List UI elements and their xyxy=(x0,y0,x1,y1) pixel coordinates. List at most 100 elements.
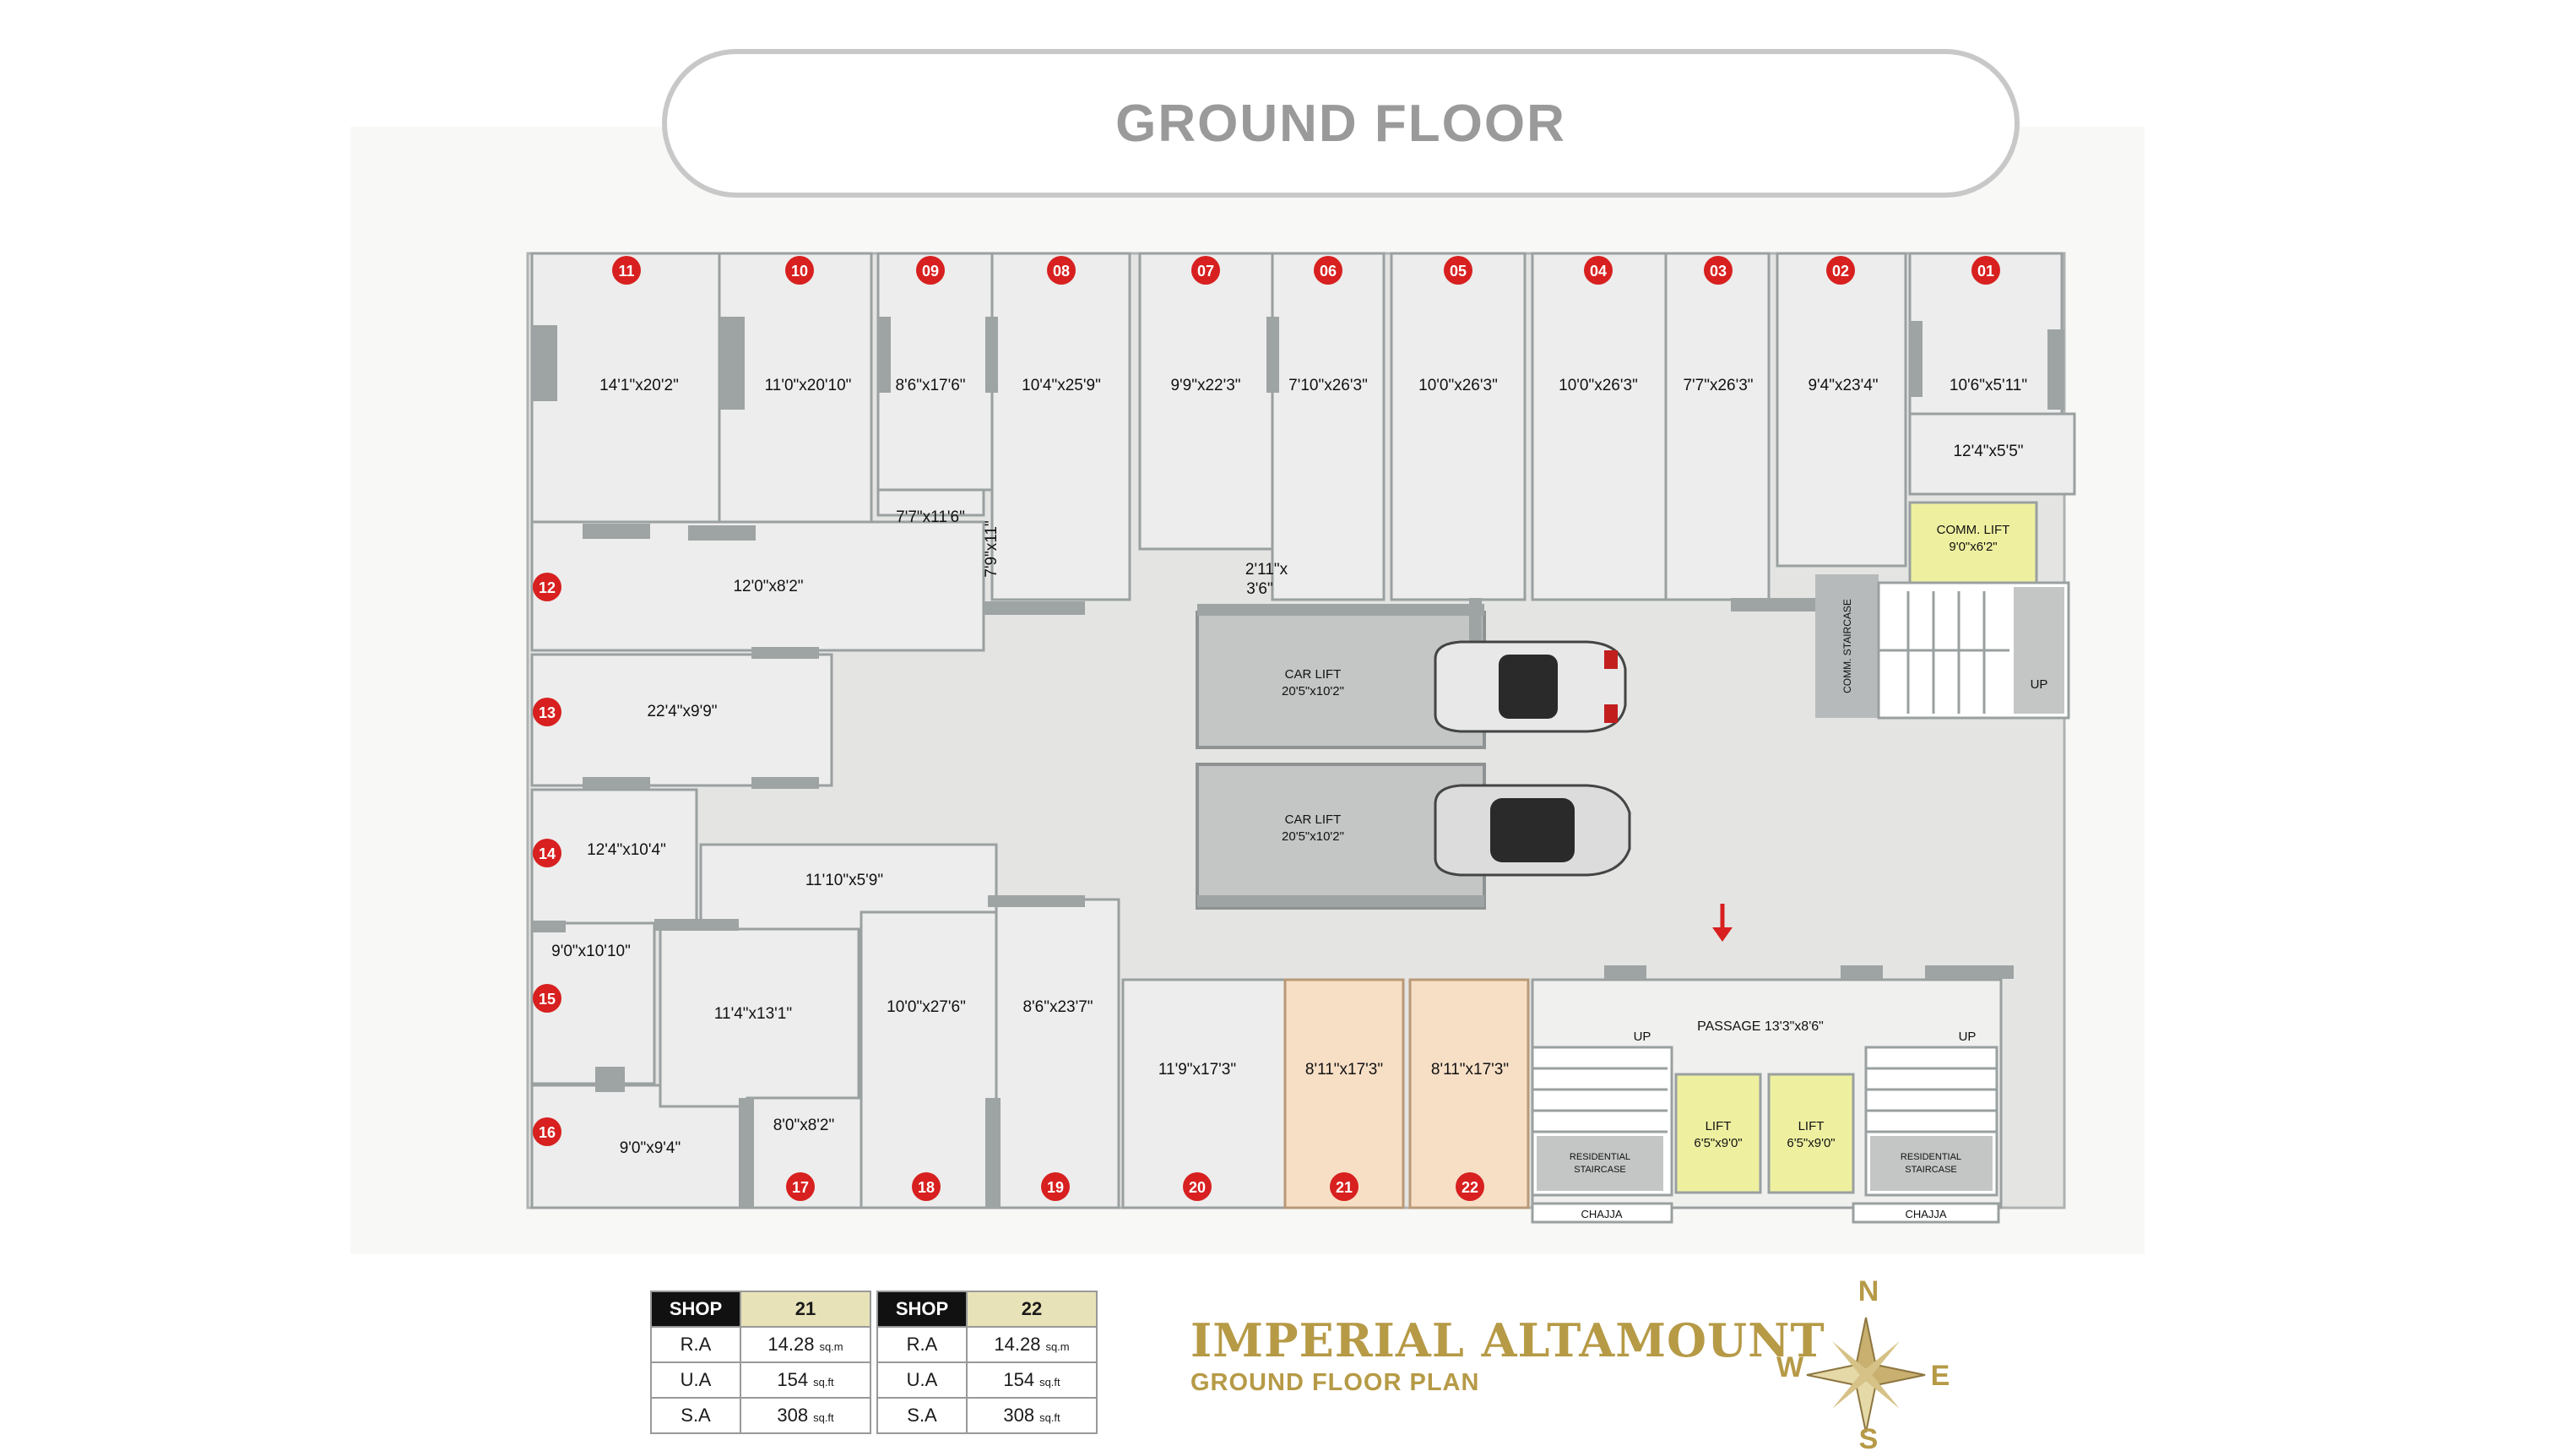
shop-dimension: 9'4"x23'4" xyxy=(1808,377,1878,394)
shop-20[interactable] xyxy=(1121,978,1287,1209)
res-stair-left-label1: RESIDENTIAL xyxy=(1570,1152,1630,1162)
shop-18[interactable] xyxy=(860,910,998,1209)
shop-dimension: 9'0"x10'10" xyxy=(551,943,631,960)
shop-05[interactable] xyxy=(1390,252,1527,601)
residential-staircase-left-label-box xyxy=(1537,1136,1663,1191)
shop-badge-number: 05 xyxy=(1450,263,1467,280)
table-row-value: 154 xyxy=(1003,1369,1035,1390)
duct-dim-line2: 3'6" xyxy=(1246,580,1273,598)
table-row-value: 154 xyxy=(777,1369,809,1390)
car-icon xyxy=(1434,784,1631,877)
car-lift-2-label: CAR LIFT xyxy=(1285,812,1342,827)
lift-2-label: LIFT xyxy=(1798,1119,1825,1133)
shop-18-upper-dim: 11'10"x5'9" xyxy=(805,872,883,889)
shop-21[interactable] xyxy=(1283,978,1405,1209)
duct-dim-line1: 2'11"x xyxy=(1245,561,1288,579)
shop-dimension: 9'9"x22'3" xyxy=(1170,377,1240,394)
shop-badge xyxy=(533,839,561,867)
shop-badge-number: 01 xyxy=(1977,263,1994,280)
table-row-unit: sq.ft xyxy=(1039,1411,1060,1424)
shop-dimension: 14'1"x20'2" xyxy=(599,377,679,394)
shop-08-side-dim: 7'9"x11" xyxy=(983,520,1001,577)
shop-badge xyxy=(1584,256,1613,285)
table-row-label: U.A xyxy=(876,1361,968,1399)
lift-2-dim: 6'5"x9'0" xyxy=(1787,1136,1835,1150)
shop-badge xyxy=(916,256,945,285)
wall-segments xyxy=(532,317,2064,1208)
shop-badge xyxy=(533,573,561,601)
table-row-label: S.A xyxy=(876,1397,968,1434)
shop-04[interactable] xyxy=(1531,252,1668,601)
shop-badge xyxy=(533,984,561,1013)
comm-lift-label: COMM. LIFT xyxy=(1937,523,2010,537)
entry-arrow-icon xyxy=(1712,904,1733,942)
lift-1-label: LIFT xyxy=(1706,1119,1732,1133)
shop-13[interactable] xyxy=(530,653,833,787)
shop-dimension: 8'6"x23'7" xyxy=(1022,998,1093,1016)
table-row-unit: sq.ft xyxy=(1039,1376,1060,1389)
res-stair-right-up: UP xyxy=(1959,1030,1977,1044)
car-lift-2-dim: 20'5"x10'2" xyxy=(1282,829,1344,844)
shop-09-lower-dim: 7'7"x11'6" xyxy=(896,508,965,526)
shop-07[interactable] xyxy=(1138,252,1274,551)
shop-19[interactable] xyxy=(995,898,1120,1209)
shop-badge-number: 15 xyxy=(539,991,556,1008)
shop-badge-number: 07 xyxy=(1197,263,1214,280)
table-shop-number: 22 xyxy=(966,1291,1098,1328)
compass-s: S xyxy=(1859,1423,1879,1451)
shop-badge xyxy=(1971,256,2000,285)
shop-badge-number: 06 xyxy=(1320,263,1337,280)
table-shop-number: 21 xyxy=(740,1291,871,1328)
shop-08[interactable] xyxy=(990,252,1131,601)
shop-badge-number: 21 xyxy=(1336,1179,1353,1196)
shop-12[interactable] xyxy=(530,520,985,652)
res-stair-left-label2: STAIRCASE xyxy=(1574,1165,1626,1175)
shop-badge-number: 17 xyxy=(792,1179,809,1196)
shop-01-lower-dim: 12'4"x5'5" xyxy=(1953,443,2023,460)
shop-22[interactable] xyxy=(1408,978,1530,1209)
shop-06[interactable] xyxy=(1271,252,1386,601)
residential-staircase-right-label-box xyxy=(1870,1136,1993,1191)
shop-dimension: 10'0"x26'3" xyxy=(1418,377,1498,394)
shop-badge xyxy=(1183,1172,1212,1201)
comm-staircase-landing xyxy=(2014,587,2064,714)
shop-dimension: 8'11"x17'3" xyxy=(1431,1061,1509,1079)
shop-badge xyxy=(533,1117,561,1146)
table-row-unit: sq.ft xyxy=(813,1411,834,1424)
comm-staircase xyxy=(1815,574,1879,718)
shop-03[interactable] xyxy=(1664,252,1771,601)
shop-badge xyxy=(912,1172,941,1201)
res-stair-right-label1: RESIDENTIAL xyxy=(1901,1152,1961,1162)
table-row-label: U.A xyxy=(650,1361,741,1399)
shop-badge-number: 22 xyxy=(1462,1179,1478,1196)
shop-badge xyxy=(1444,256,1472,285)
shop-badge-number: 14 xyxy=(539,845,556,862)
floor-title: GROUND FLOOR xyxy=(1115,94,1566,153)
shop-dimension: 10'0"x26'3" xyxy=(1559,377,1638,394)
shop-01-lower[interactable] xyxy=(1908,412,2076,496)
comm-lift-dim: 9'0"x6'2" xyxy=(1949,540,1997,554)
table-row-unit: sq.m xyxy=(819,1340,843,1353)
compass-w: W xyxy=(1776,1351,1804,1383)
shop-02[interactable] xyxy=(1776,252,1907,568)
lift-2 xyxy=(1767,1073,1855,1194)
brand-name: IMPERIAL ALTAMOUNT xyxy=(1190,1313,1825,1367)
shop-badge-number: 16 xyxy=(539,1124,556,1141)
shop-badge-number: 04 xyxy=(1590,263,1607,280)
chajja-left-label: CHAJJA xyxy=(1581,1208,1622,1220)
shop-17-main[interactable] xyxy=(659,927,860,1108)
shop-09[interactable] xyxy=(876,252,994,492)
shop-badge xyxy=(1041,1172,1070,1201)
table-row-unit: sq.m xyxy=(1045,1340,1070,1353)
table-row-label: R.A xyxy=(876,1326,968,1363)
table-row-value: 308 xyxy=(1003,1405,1035,1426)
res-stair-left-up: UP xyxy=(1634,1030,1651,1044)
table-row-label: S.A xyxy=(650,1397,741,1434)
res-stair-right-label2: STAIRCASE xyxy=(1905,1165,1957,1175)
shop-badge-number: 10 xyxy=(791,263,808,280)
car-icon xyxy=(1434,640,1627,733)
shop-dimension: 22'4"x9'9" xyxy=(647,703,717,720)
lift-1-dim: 6'5"x9'0" xyxy=(1694,1136,1742,1150)
